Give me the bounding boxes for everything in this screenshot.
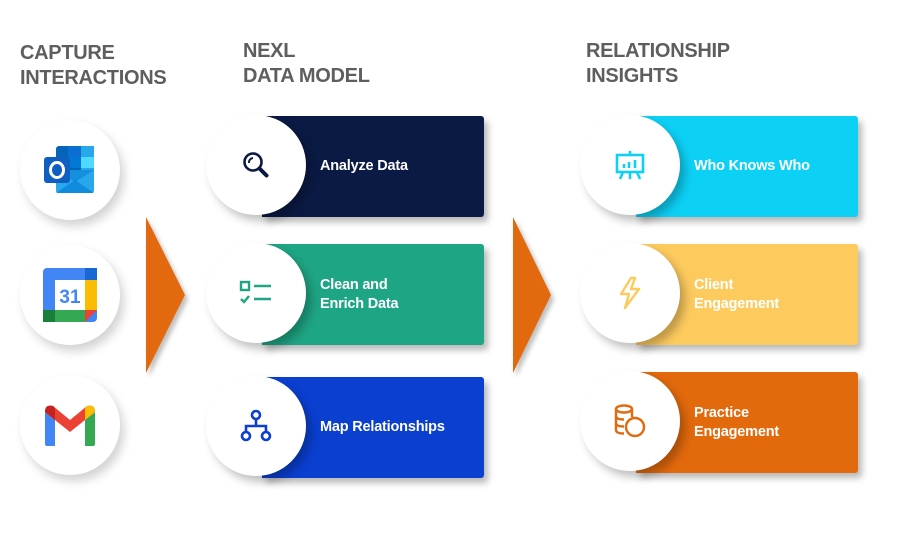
heading-relationship-insights: RELATIONSHIP INSIGHTS (586, 39, 730, 89)
step-label: Map Relationships (320, 377, 445, 478)
flow-arrow-1 (146, 217, 186, 373)
insight-label-line: Engagement (694, 295, 780, 312)
lightning-icon (619, 276, 641, 310)
source-gmail (20, 375, 120, 475)
step-label-line: Enrich Data (320, 295, 399, 312)
magnifier-icon (243, 152, 269, 178)
heading-line: INSIGHTS (586, 65, 679, 87)
hierarchy-icon (240, 409, 272, 442)
coins-icon (614, 404, 646, 438)
step-icon-circle (206, 376, 306, 476)
insight-label: Client Engagement (694, 244, 779, 345)
heading-line: CAPTURE (20, 42, 115, 64)
step-label: Clean and Enrich Data (320, 244, 399, 345)
heading-line: RELATIONSHIP (586, 40, 730, 62)
insight-icon-circle (580, 371, 680, 471)
heading-line: DATA MODEL (243, 65, 370, 87)
step-label-line: Map Relationships (320, 419, 445, 435)
insight-label: Who Knows Who (694, 116, 810, 217)
insight-label-line: Engagement (694, 423, 780, 440)
heading-line: INTERACTIONS (20, 67, 167, 89)
step-label: Analyze Data (320, 116, 408, 217)
insight-label-line: Practice (694, 404, 749, 421)
insight-icon-circle (580, 243, 680, 343)
outlook-icon (44, 146, 94, 193)
calendar-day: 31 (59, 287, 81, 308)
checklist-icon (239, 280, 271, 304)
insight-label-line: Who Knows Who (694, 158, 810, 174)
arrow-shape (146, 217, 185, 373)
gmail-icon (45, 405, 95, 446)
heading-nexl-data-model: NEXL DATA MODEL (243, 39, 370, 89)
source-google-calendar: 31 (20, 245, 120, 345)
heading-line: NEXL (243, 40, 296, 62)
step-label-line: Analyze Data (320, 158, 408, 174)
arrow-shape (513, 217, 551, 373)
insight-icon-circle (580, 115, 680, 215)
insight-label-line: Client (694, 276, 734, 293)
flow-arrow-2 (513, 217, 553, 373)
step-icon-circle (206, 243, 306, 343)
source-outlook (20, 120, 120, 220)
google-calendar-icon: 31 (43, 268, 97, 322)
presentation-board-icon (615, 151, 645, 180)
step-label-line: Clean and (320, 276, 388, 293)
insight-label: Practice Engagement (694, 372, 779, 473)
heading-capture-interactions: CAPTURE INTERACTIONS (20, 41, 167, 91)
step-icon-circle (206, 115, 306, 215)
step-analyze-data: Analyze Data (262, 116, 484, 217)
